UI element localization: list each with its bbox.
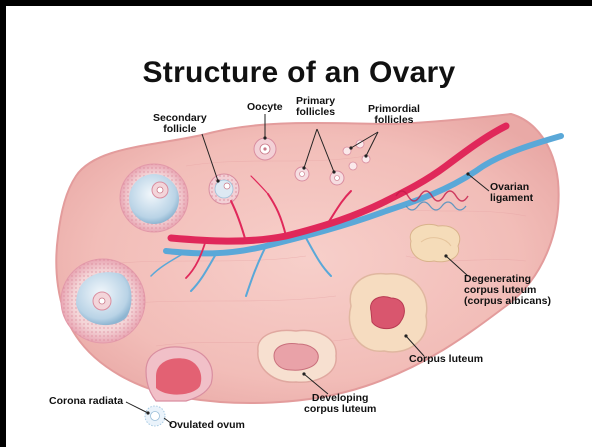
- corpus-albicans: [410, 224, 460, 261]
- label-corpus-luteum: Corpus luteum: [409, 354, 483, 365]
- antral-follicle-lower: [61, 259, 145, 343]
- diagram-title: Structure of an Ovary: [6, 56, 592, 90]
- ovulated-ovum: [145, 406, 165, 426]
- label-secondary-follicle: Secondaryfollicle: [153, 113, 207, 135]
- label-primordial-follicles: Primordialfollicles: [368, 104, 420, 126]
- ruptured-follicle: [146, 347, 212, 401]
- oocyte-follicle: [254, 138, 276, 160]
- label-oocyte: Oocyte: [247, 102, 283, 113]
- label-corona-radiata: Corona radiata: [49, 396, 123, 407]
- developing-corpus-luteum: [258, 330, 336, 382]
- label-primary-follicles: Primaryfollicles: [296, 96, 335, 118]
- corpus-luteum: [349, 274, 426, 352]
- diagram-canvas: Structure of an Ovary Secondaryfollicle …: [6, 6, 592, 447]
- antral-follicle-upper: [120, 164, 188, 232]
- label-ovarian-ligament: Ovarianligament: [490, 182, 533, 204]
- label-developing-corpus-luteum: Developingcorpus luteum: [304, 393, 376, 415]
- secondary-follicle: [209, 174, 239, 204]
- label-ovulated-ovum: Ovulated ovum: [169, 420, 245, 431]
- label-degenerating-corpus-luteum: Degeneratingcorpus luteum(corpus albican…: [464, 274, 551, 307]
